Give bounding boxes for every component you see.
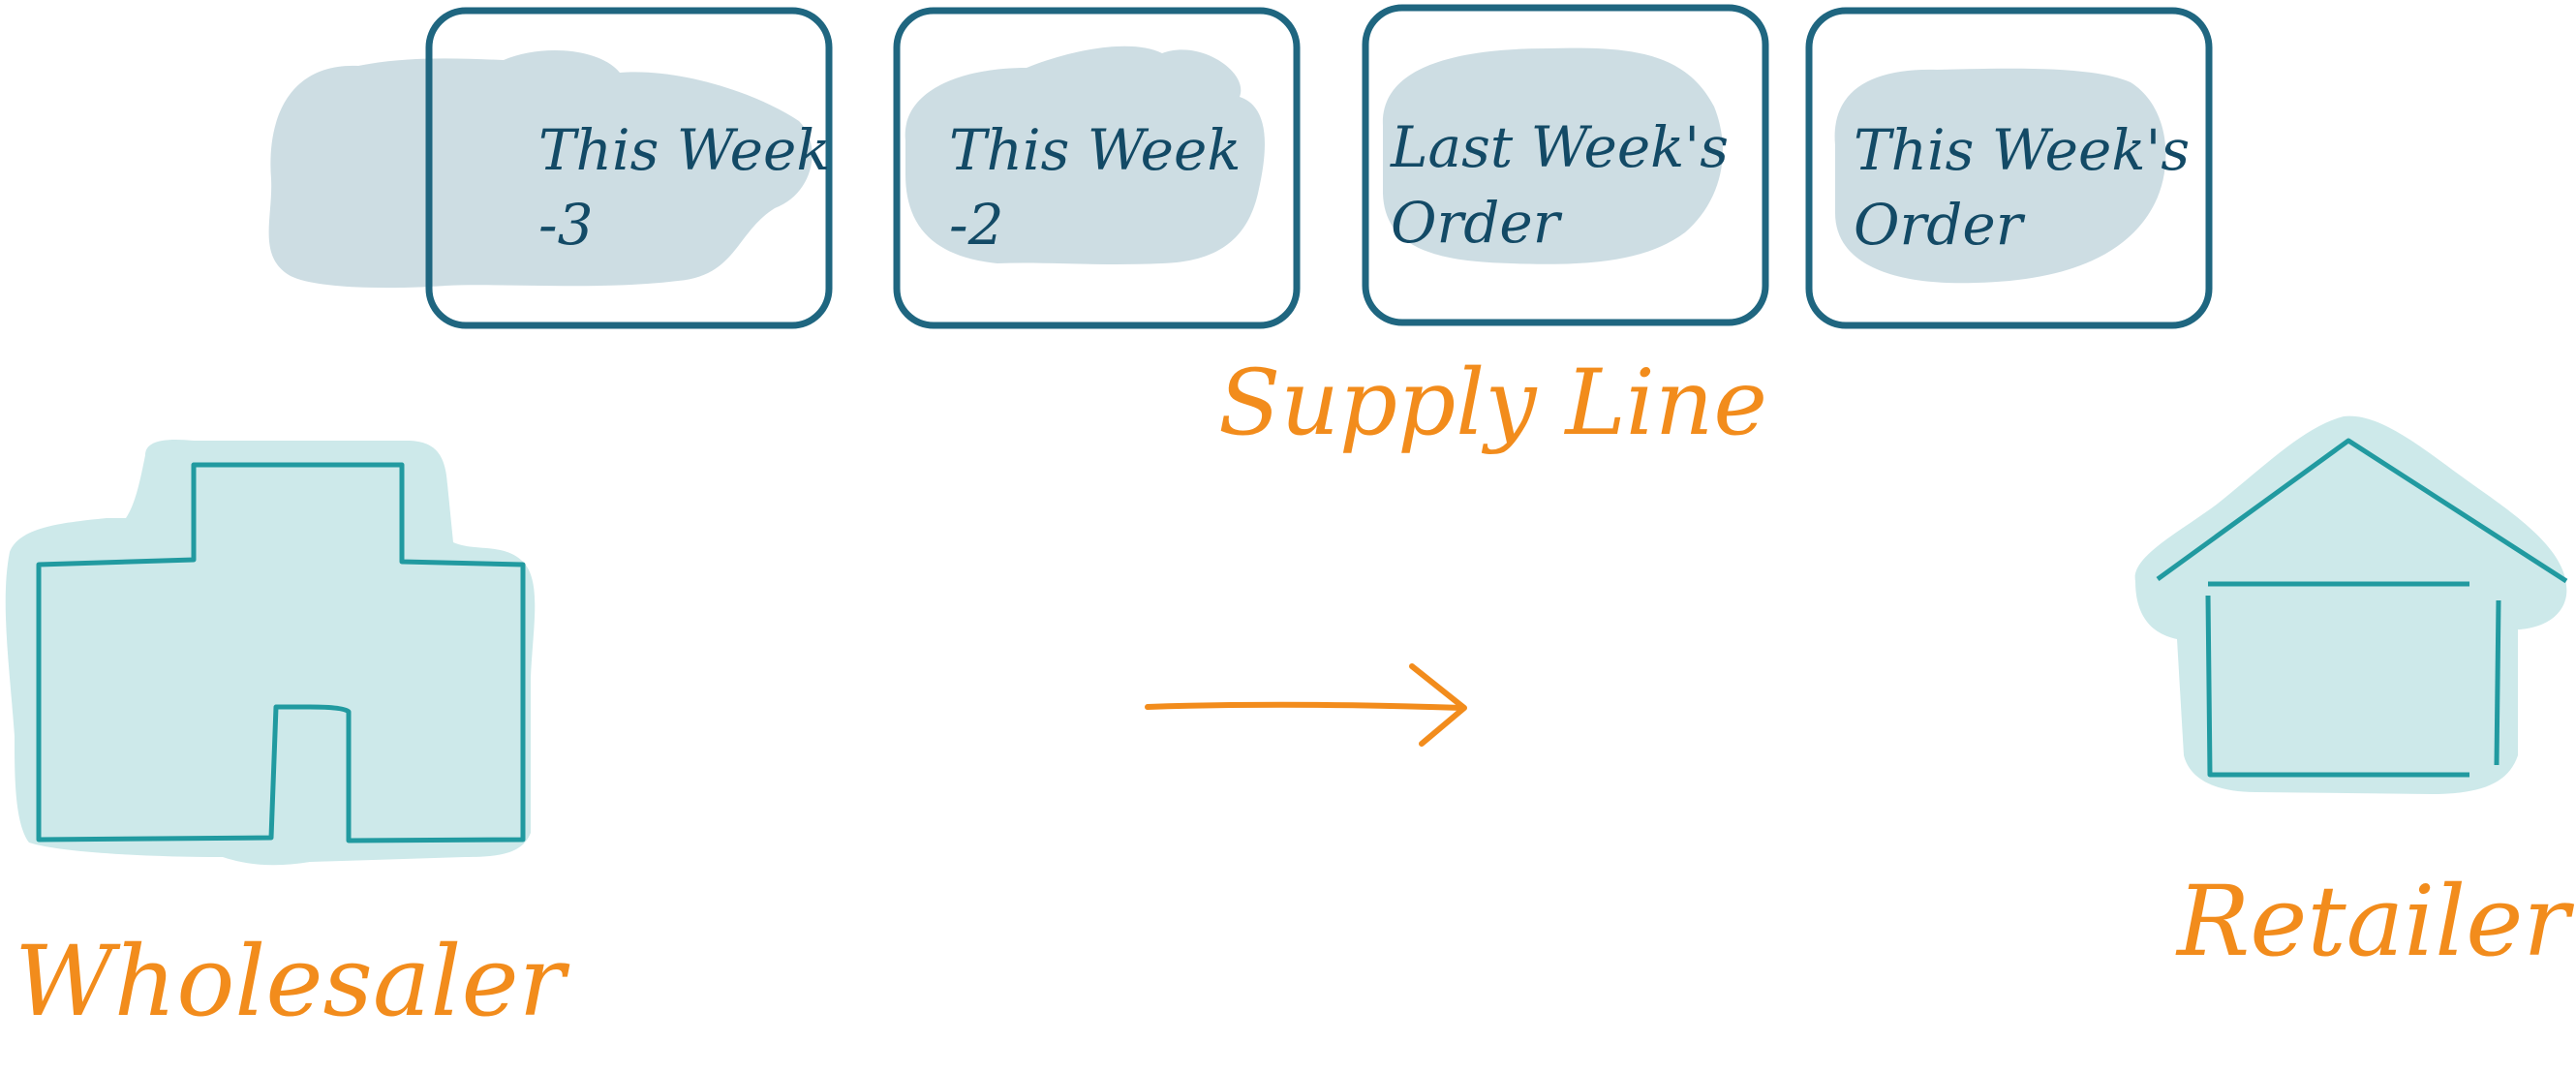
factory-building-icon	[5, 439, 536, 866]
slot-2-line1: This Week	[949, 117, 1241, 183]
wholesaler-label: Wholesaler	[15, 925, 570, 1038]
house-roof	[2156, 438, 2568, 584]
supply-slot-4: This Week's Order	[1805, 7, 2213, 329]
slot-1-line1: This Week	[538, 117, 830, 183]
slot-3-box	[1362, 4, 1769, 326]
slot-3-blob	[1382, 47, 1723, 264]
supply-line-label: Supply Line	[1218, 351, 1767, 456]
slot-1-line2: -3	[538, 192, 594, 258]
slot-4-line2: Order	[1854, 192, 2026, 258]
house-wall-right	[2494, 599, 2501, 766]
supply-line-slots: This Week -3 This Week -2 Last Week's Or…	[268, 4, 2213, 329]
arrow-right-icon	[1145, 663, 1467, 747]
slot-2-blob	[905, 46, 1265, 264]
slot-3-line2: Order	[1391, 190, 1563, 256]
factory-building-outline	[36, 462, 526, 843]
slot-4-box	[1805, 7, 2213, 329]
slot-4-line1: This Week's	[1854, 117, 2190, 183]
slot-2-line2: -2	[949, 192, 1004, 258]
slot-1-blob	[268, 50, 813, 289]
supply-slot-1: This Week -3	[268, 7, 833, 329]
slot-2-box	[893, 7, 1301, 329]
supply-slot-2: This Week -2	[893, 7, 1301, 329]
slot-1-box	[425, 7, 833, 329]
house-icon	[2134, 415, 2568, 794]
house-fill	[2134, 415, 2567, 794]
supply-slot-3: Last Week's Order	[1362, 4, 1769, 326]
slot-3-line1: Last Week's	[1390, 114, 1729, 180]
slot-4-blob	[1834, 68, 2166, 284]
retailer-label: Retailer	[2175, 865, 2574, 978]
house-wall-left	[2205, 595, 2469, 778]
